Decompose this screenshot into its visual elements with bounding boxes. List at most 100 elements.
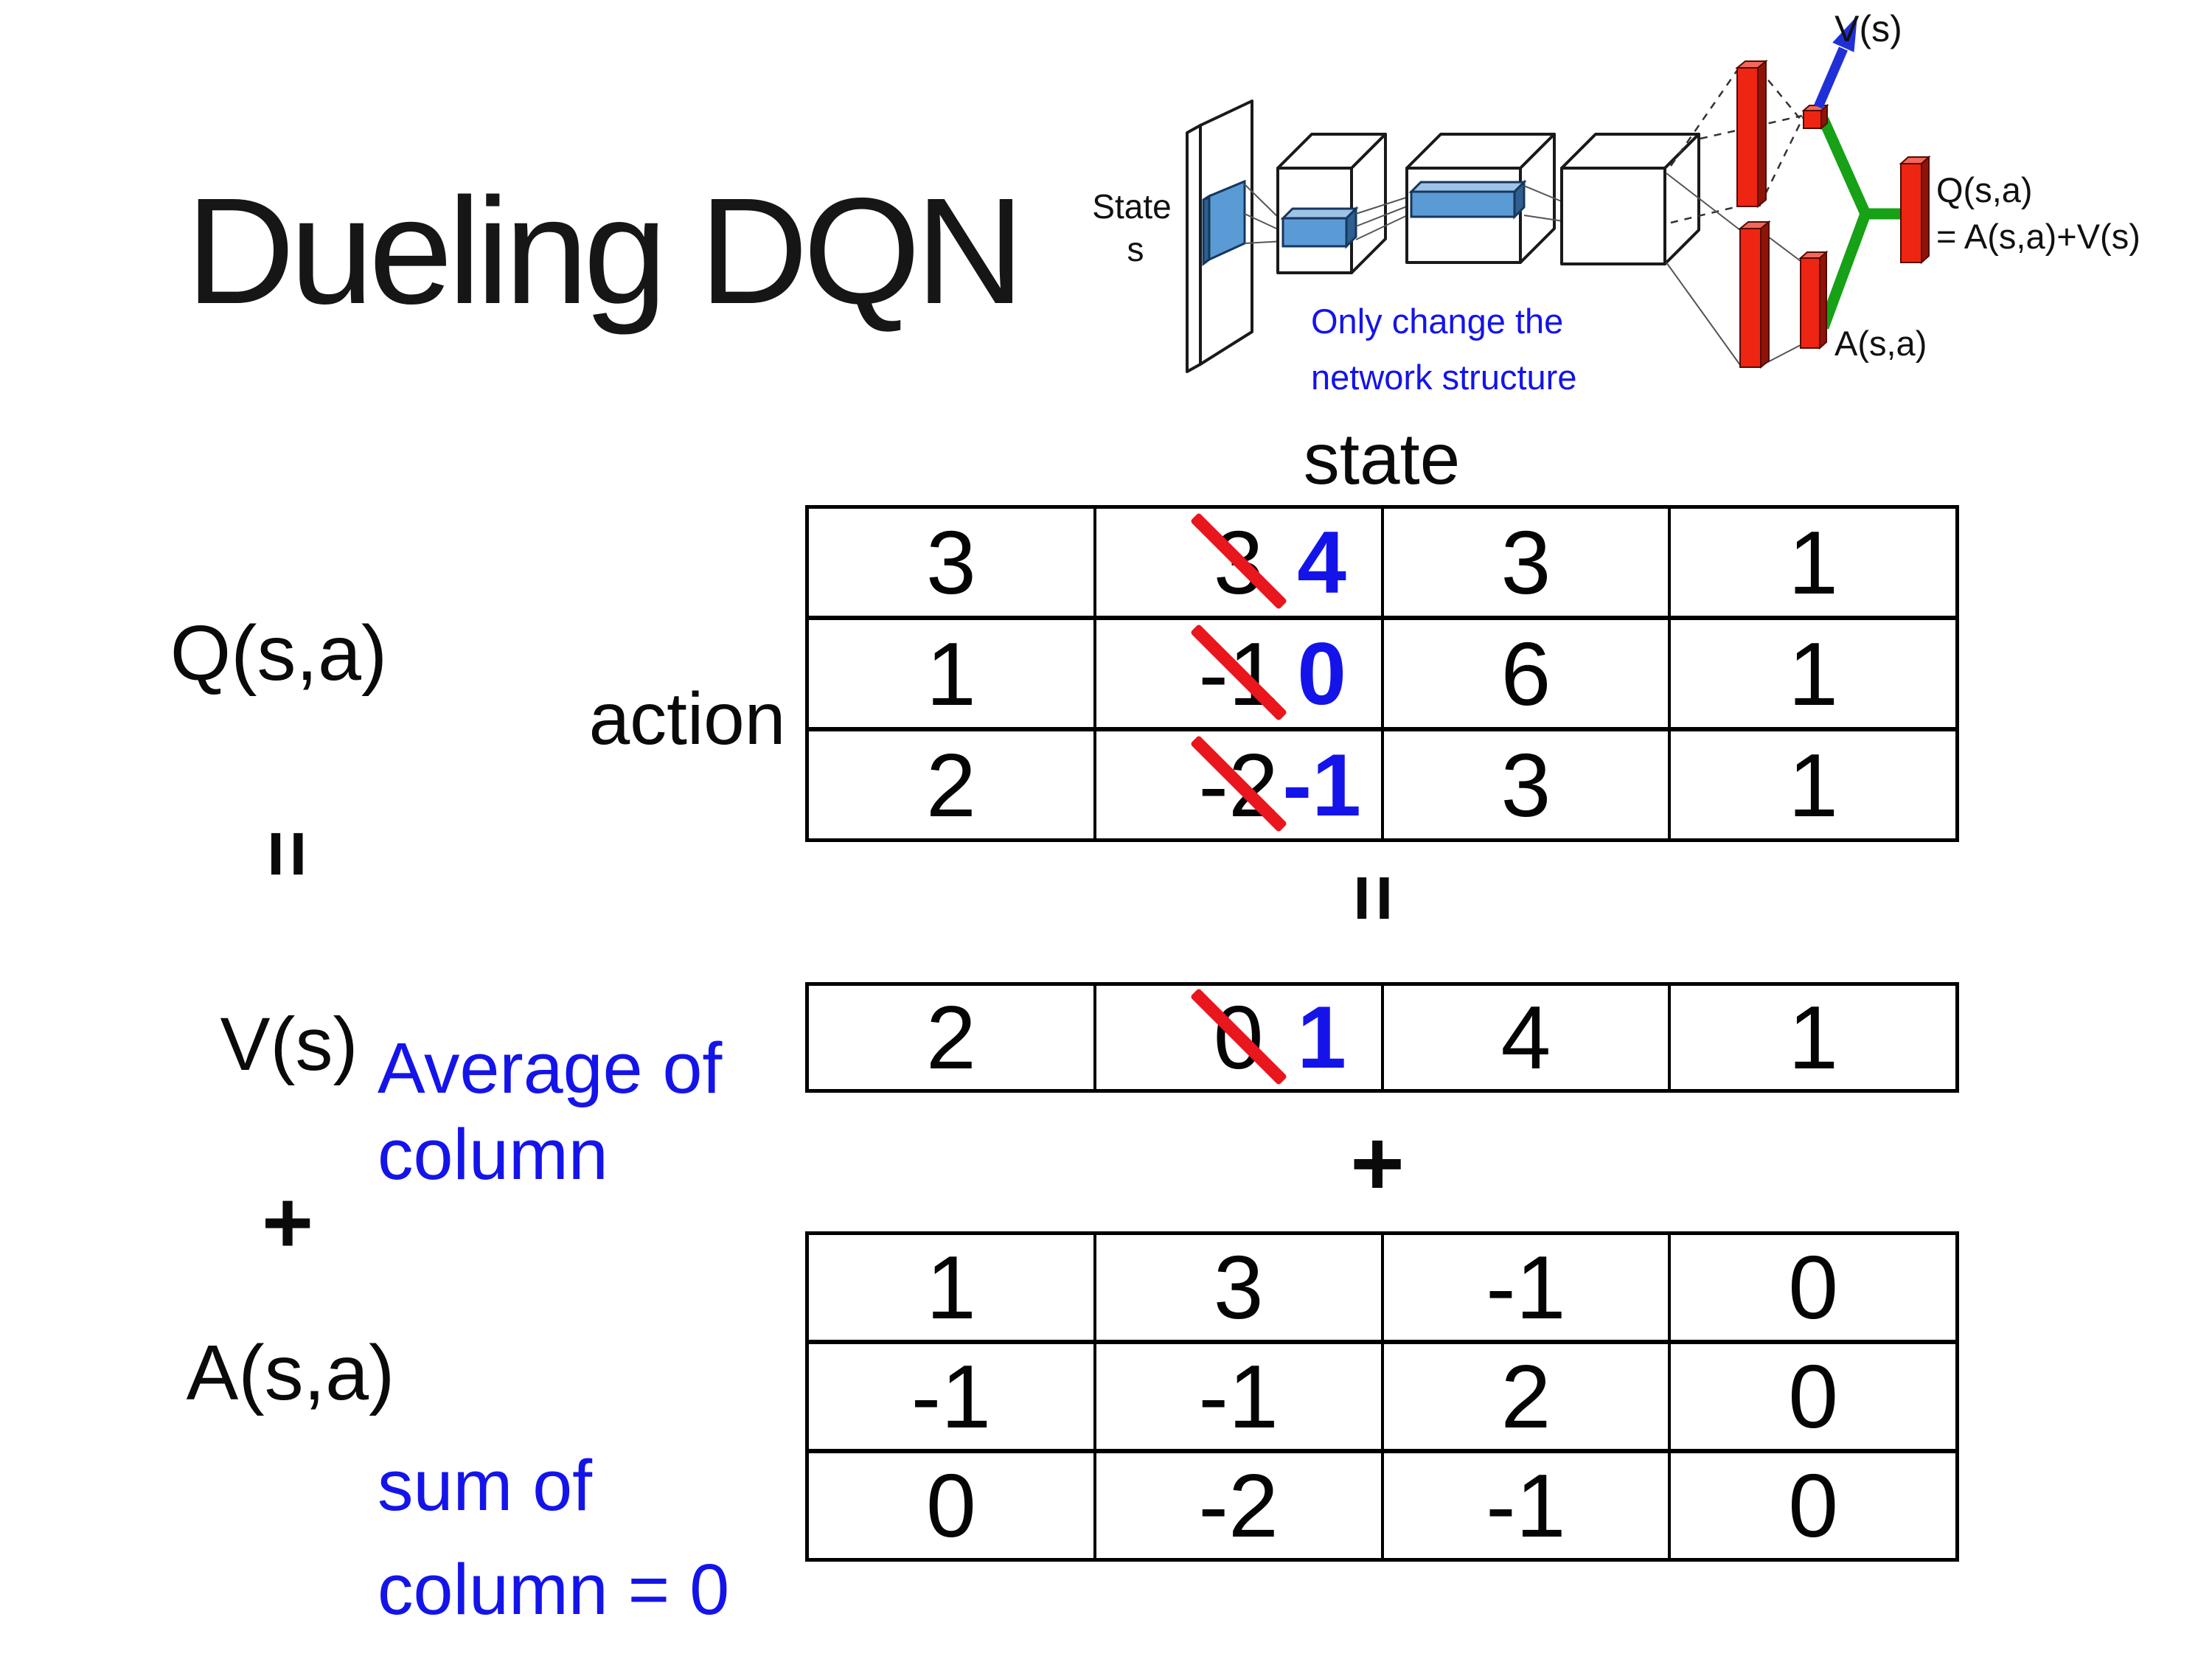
plus-sign-center: +	[1350, 1111, 1405, 1215]
diagram-a-label: A(s,a)	[1834, 324, 1927, 363]
cell-value: 1	[1788, 512, 1839, 613]
table-cell: 3	[1384, 509, 1672, 616]
table-row: 1 3 -1 0	[809, 1235, 1955, 1344]
table-cell: 3	[1096, 1235, 1384, 1340]
cell-value: 6	[1500, 623, 1551, 724]
table-cell: -1	[1384, 1235, 1672, 1340]
network-diagram: State s V(s) Q(s,a) = A(s,a)+V(s) A(s,a)…	[1092, 8, 2140, 397]
sum-of-column-note: sum of column = 0	[378, 1433, 729, 1641]
table-row: 2 -2-1 3 1	[809, 731, 1955, 838]
corrected-value: 1	[1297, 988, 1346, 1087]
table-cell: 1	[1671, 986, 1955, 1089]
note-line: column	[378, 1114, 608, 1194]
cell-value: -1	[1198, 1346, 1279, 1447]
cell-value: 4	[1500, 987, 1551, 1088]
cell-value: 1	[925, 1237, 976, 1338]
table-cell: 0	[1671, 1235, 1955, 1340]
table-cell: 2	[809, 731, 1096, 838]
feature-bar-icon	[1280, 206, 1359, 249]
table-cell: -1	[1384, 1453, 1672, 1558]
cell-value: 3	[1500, 734, 1551, 835]
v-function-label: V(s)	[220, 1002, 358, 1086]
diagram-state-s-label: s	[1127, 230, 1144, 268]
table-cell: -1	[1096, 1344, 1384, 1449]
plus-sign-left: +	[261, 1173, 314, 1272]
table-row: -1 -1 2 0	[809, 1344, 1955, 1453]
conv-filter-icon	[1202, 179, 1246, 266]
average-of-column-note: Average of column	[378, 1025, 722, 1197]
cell-value: 1	[1788, 623, 1839, 724]
table-cell: 3	[1384, 731, 1672, 838]
projection-lines	[1523, 185, 1564, 222]
merge-y-icon	[1818, 116, 1903, 330]
value-node-icon	[1801, 103, 1829, 131]
cell-value: -2	[1198, 1455, 1279, 1556]
diagram-v-label: V(s)	[1834, 8, 1902, 49]
table-cell: 1	[809, 1235, 1096, 1340]
table-row: 3 34 3 1	[809, 509, 1955, 620]
advantage-bar-icon	[1798, 250, 1829, 350]
table-cell: 3	[809, 509, 1096, 616]
table-cell: -2-1	[1096, 731, 1384, 838]
state-header: state	[1303, 418, 1461, 499]
cell-value: 0	[1788, 1455, 1839, 1556]
v-arrow-icon	[1814, 15, 1857, 109]
conv-box-icon	[1276, 133, 1387, 274]
cell-value: -1	[1486, 1455, 1566, 1556]
cell-value: 2	[1500, 1346, 1551, 1447]
table-cell: 0	[1671, 1453, 1955, 1558]
table-cell: -2	[1096, 1453, 1384, 1558]
input-plane-icon	[1186, 100, 1253, 373]
conv-box-icon	[1560, 133, 1700, 265]
cell-value: 3	[1500, 512, 1551, 613]
table-cell: 0	[809, 1453, 1096, 1558]
cell-value: 0	[1788, 1346, 1839, 1447]
diagram-note-line2: network structure	[1311, 358, 1576, 397]
note-line: Average of	[378, 1028, 723, 1108]
action-label: action	[588, 678, 786, 760]
cell-value: 0	[925, 1455, 976, 1556]
table-row: 1 -10 6 1	[809, 620, 1955, 731]
table-row: 0 -2 -1 0	[809, 1453, 1955, 1558]
table-cell: 34	[1096, 509, 1384, 616]
table-cell: 0	[1671, 1344, 1955, 1449]
cell-value: -1	[1486, 1237, 1566, 1338]
fc-bar-icon	[1735, 59, 1768, 209]
table-cell: 2	[809, 986, 1096, 1089]
table-cell: 01	[1096, 986, 1384, 1089]
feature-bar-icon	[1408, 179, 1527, 220]
dashed-connections	[1669, 69, 1806, 224]
corrected-value: 0	[1297, 624, 1346, 723]
v-values-table: 2 01 4 1	[805, 982, 1959, 1093]
table-cell: 1	[809, 620, 1096, 727]
cell-value: 2	[925, 987, 976, 1088]
cell-value: 1	[925, 623, 976, 724]
corrected-value: 4	[1297, 512, 1346, 612]
cell-value: 2	[925, 734, 976, 835]
cell-value: 0	[1788, 1237, 1839, 1338]
diagram-note-line1: Only change the	[1311, 302, 1563, 341]
diagram-q-label-line2: = A(s,a)+V(s)	[1936, 217, 2140, 256]
table-cell: -1	[809, 1344, 1096, 1449]
diagram-state-label: State	[1092, 187, 1171, 226]
table-cell: 6	[1384, 620, 1672, 727]
q-function-label: Q(s,a)	[170, 610, 388, 697]
note-line: column = 0	[378, 1549, 730, 1630]
cell-value: 3	[925, 512, 976, 613]
equals-sign-center: =	[1328, 874, 1420, 922]
cell-value: -1	[911, 1346, 992, 1447]
note-line: sum of	[378, 1445, 593, 1526]
cell-value: 1	[1788, 734, 1839, 835]
table-row: 2 01 4 1	[809, 986, 1955, 1089]
table-cell: 2	[1384, 1344, 1672, 1449]
diagram-q-label-line1: Q(s,a)	[1936, 170, 2033, 209]
a-function-label: A(s,a)	[186, 1329, 395, 1416]
fc-bar-icon	[1738, 220, 1771, 369]
cell-value: 1	[1788, 987, 1839, 1088]
cell-value: 3	[1213, 1237, 1264, 1338]
table-cell: 4	[1384, 986, 1672, 1089]
corrected-value: -1	[1282, 735, 1361, 835]
table-cell: -10	[1096, 620, 1384, 727]
